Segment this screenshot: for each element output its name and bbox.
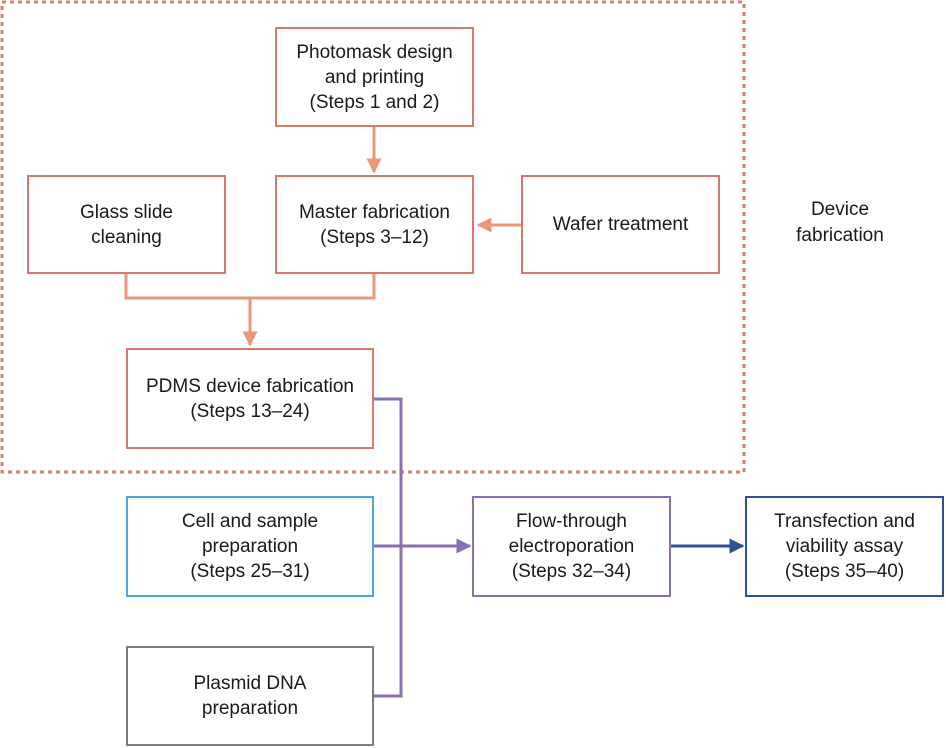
node-text-line: electroporation	[508, 536, 635, 557]
region-label-line: fabrication	[796, 225, 884, 246]
photomask-design-node: Photomask design and printing (Steps 1 a…	[275, 27, 474, 127]
node-text-line: viability assay	[785, 536, 904, 557]
node-text-line: Flow-through	[516, 511, 627, 532]
node-text-line: preparation	[201, 698, 299, 719]
transfection-viability-node: Transfection and viability assay (Steps …	[745, 496, 944, 597]
wafer-treatment-node: Wafer treatment	[521, 175, 720, 274]
node-text-line: preparation	[201, 536, 299, 557]
plasmid-dna-preparation-node: Plasmid DNA preparation	[126, 646, 374, 746]
node-text-line: PDMS device fabrication	[145, 375, 355, 397]
master-fabrication-node: Master fabrication (Steps 3–12)	[275, 175, 474, 274]
region-label-line: Device	[810, 199, 870, 220]
node-text-line: Glass slide	[80, 201, 173, 223]
pdms-device-fabrication-node: PDMS device fabrication (Steps 13–24)	[126, 348, 374, 449]
cell-sample-preparation-node: Cell and sample preparation (Steps 25–31…	[126, 496, 374, 597]
node-text-line: cleaning	[91, 226, 162, 248]
connector-glass-master-merge	[124, 274, 376, 300]
device-fabrication-label: Device fabrication	[780, 197, 900, 249]
node-text-line: Wafer treatment	[552, 214, 689, 235]
node-text-line: Cell and sample	[181, 511, 319, 532]
node-text-line: Photomask design	[296, 41, 453, 63]
node-text-line: (Steps 13–24)	[190, 400, 310, 422]
node-text-line: (Steps 25–31)	[190, 561, 310, 582]
glass-slide-cleaning-node: Glass slide cleaning	[27, 175, 226, 274]
node-text-line: (Steps 35–40)	[784, 561, 905, 582]
device-fabrication-region	[0, 0, 746, 474]
node-text-line: (Steps 1 and 2)	[309, 91, 440, 113]
node-text-line: Master fabrication	[298, 201, 450, 223]
node-text-line: (Steps 32–34)	[511, 561, 632, 582]
flow-through-electroporation-node: Flow-through electroporation (Steps 32–3…	[472, 496, 671, 597]
node-text-line: and printing	[324, 66, 425, 88]
node-text-line: (Steps 3–12)	[320, 226, 429, 248]
node-text-line: Plasmid DNA	[193, 673, 307, 694]
node-text-line: Transfection and	[774, 511, 915, 532]
